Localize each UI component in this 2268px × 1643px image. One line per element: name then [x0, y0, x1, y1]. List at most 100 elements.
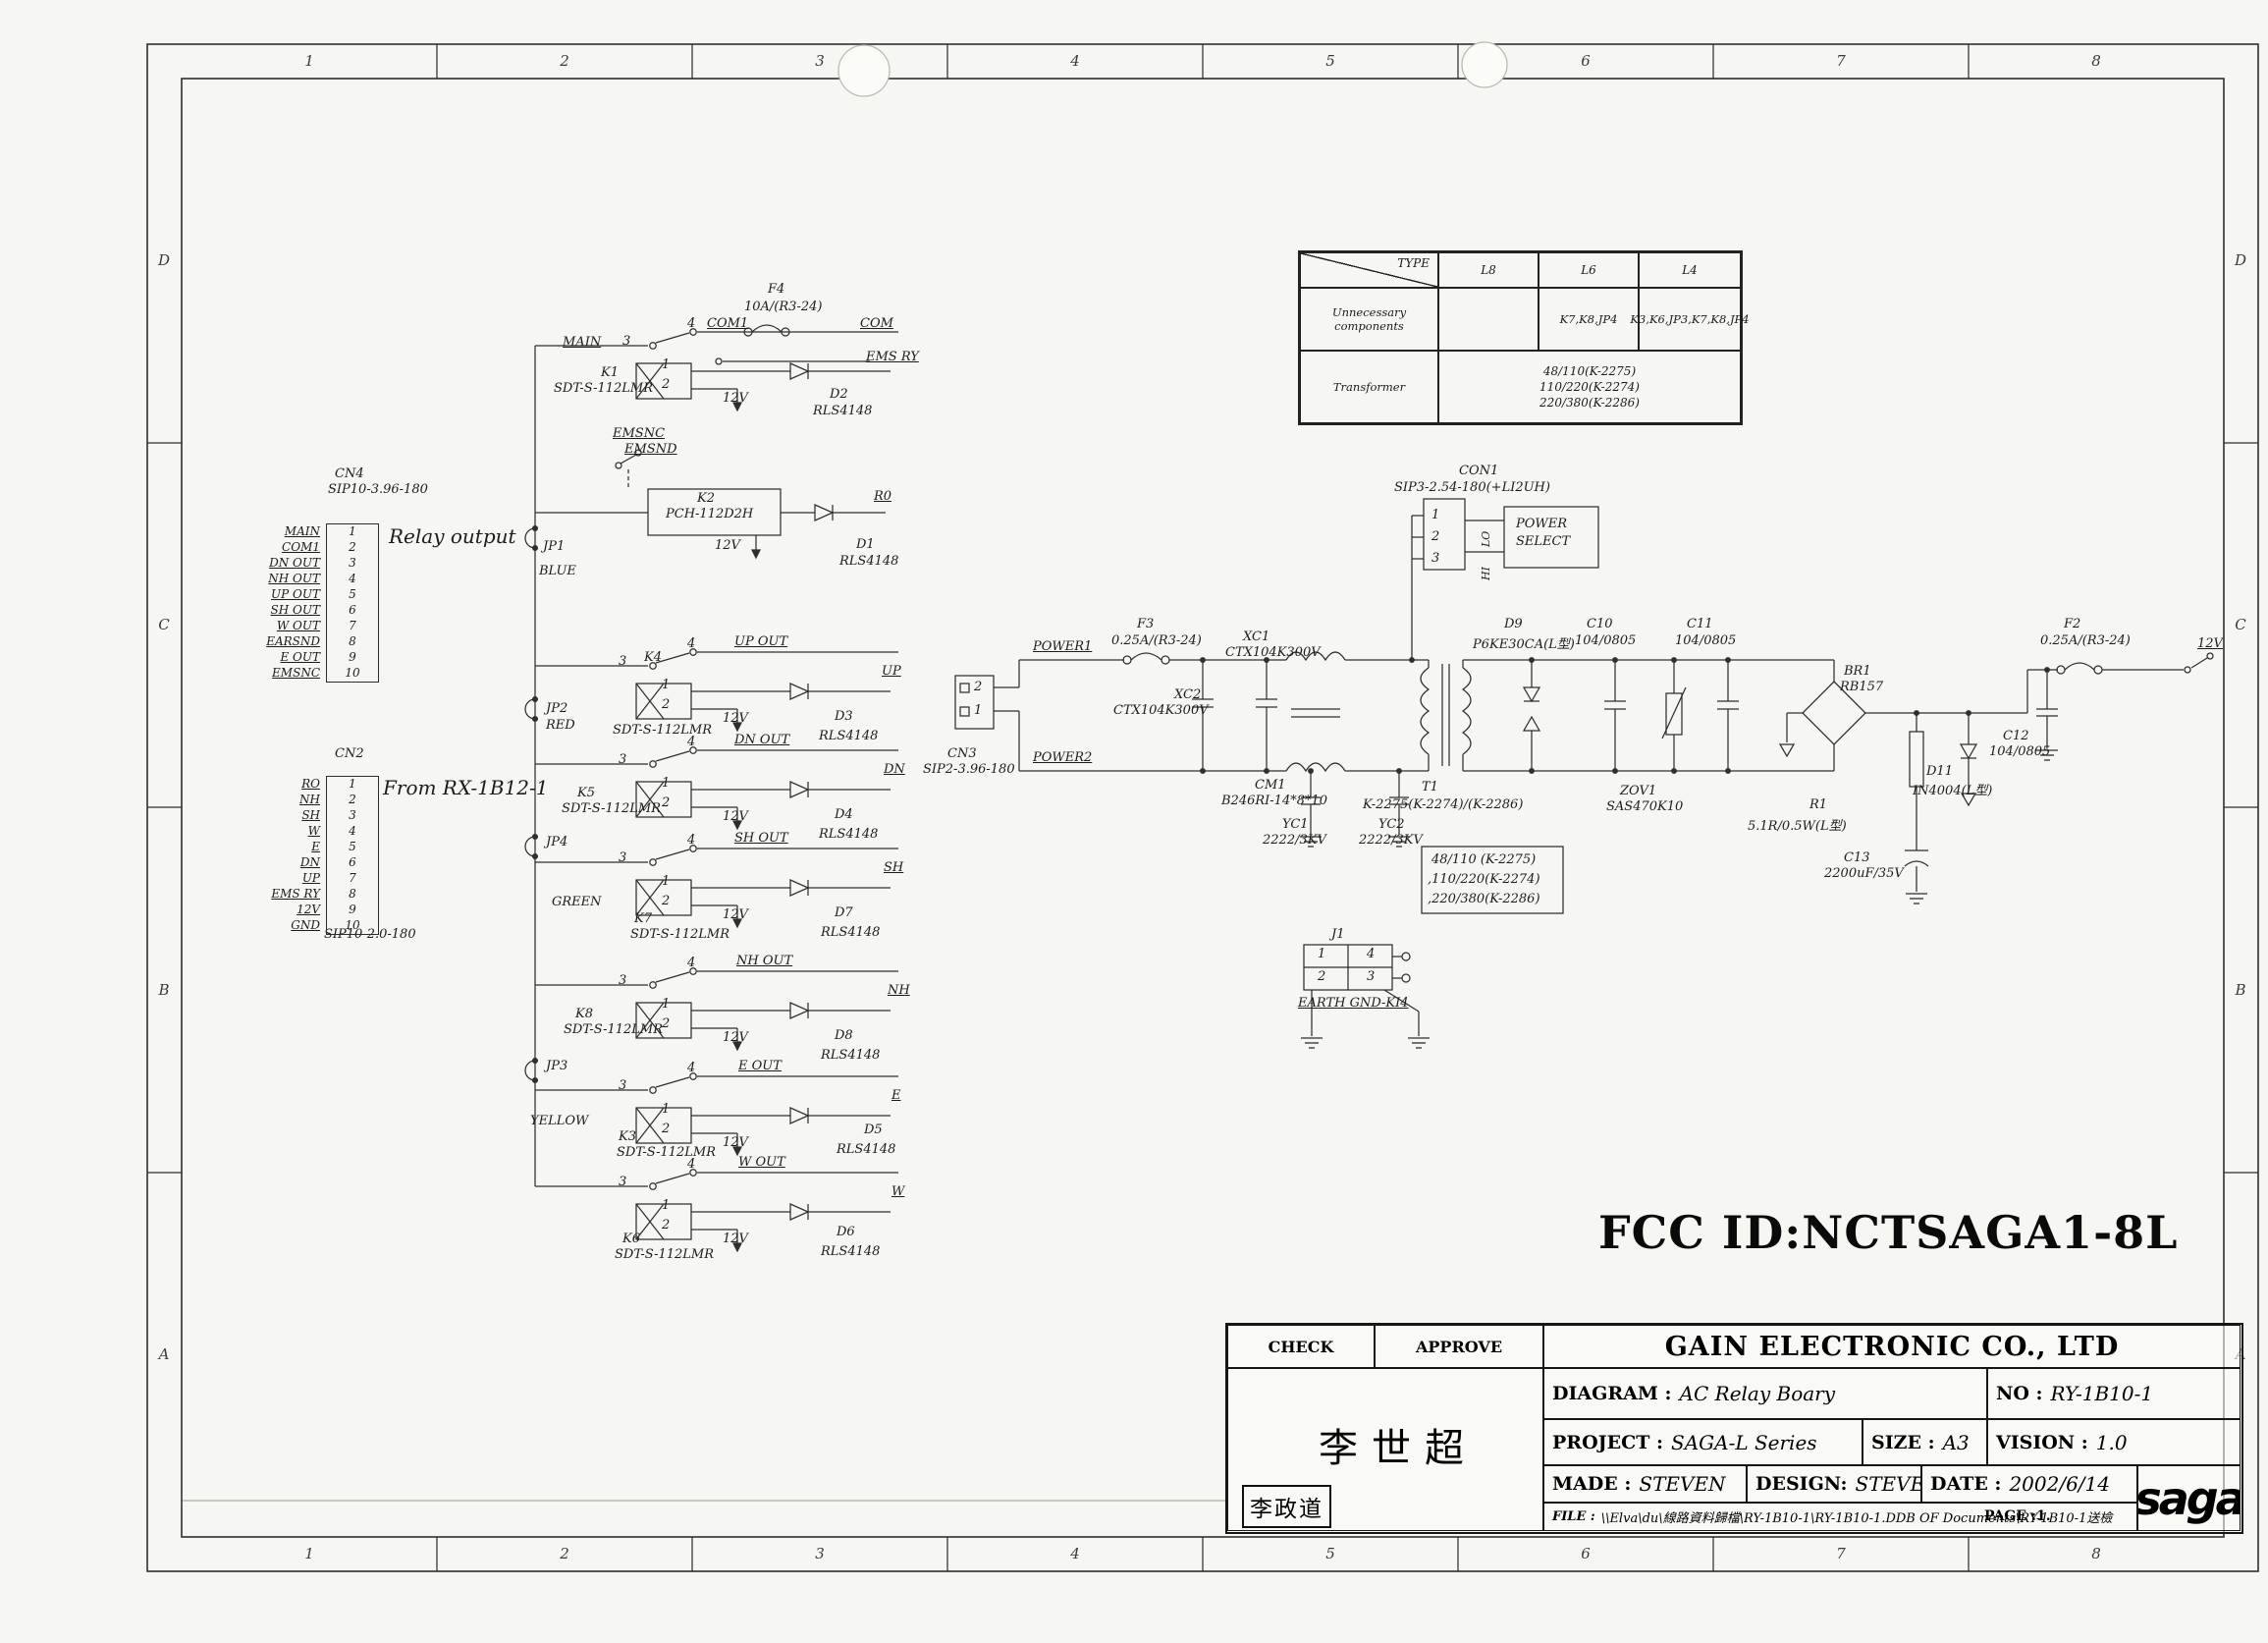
xc1-part: CTX104K300V — [1225, 645, 1321, 660]
capacitor-xc2-symbol — [1192, 660, 1214, 771]
f2-value: 0.25A/(R3-24) — [2040, 633, 2131, 648]
k8-ref: K8 — [575, 1007, 593, 1021]
k7-p1: 1 — [662, 874, 671, 889]
k4-p1: 1 — [662, 678, 671, 692]
signature-area: 李政道 李世超 — [1227, 1368, 1543, 1531]
choke-cm1-symbol — [1285, 651, 1346, 773]
check-stamp: 李政道 — [1242, 1485, 1331, 1528]
cn4-pin-label: NH OUT — [268, 572, 320, 585]
no-value: RY-1B10-1 — [2050, 1382, 2154, 1405]
no-label: NO : — [1996, 1383, 2043, 1404]
grid-col-label-top: 7 — [1836, 52, 1846, 70]
shout-net: SH OUT — [734, 831, 788, 846]
cn2-pin-label: RO — [301, 777, 320, 791]
cn2-pin-number: 9 — [349, 903, 356, 916]
relay-bus-and-jumpers — [524, 345, 648, 1187]
k4-ref: K4 — [644, 650, 662, 665]
k1-12v: 12V — [723, 391, 748, 406]
c13-ref: C13 — [1844, 850, 1870, 865]
yc1-ref: YC1 — [1282, 817, 1309, 832]
cn2-pin-number: 5 — [349, 840, 356, 853]
punch-hole — [837, 44, 891, 97]
punch-hole — [1461, 41, 1508, 88]
cn4-pin-number: 4 — [349, 572, 356, 585]
resistor-r1-symbol — [1909, 713, 1924, 850]
d2-ref: D2 — [830, 387, 848, 402]
project-label: PROJECT : — [1552, 1431, 1663, 1453]
grid-row-label-left: C — [158, 616, 170, 634]
grid-row-label-left: B — [158, 980, 170, 999]
bridge-br1-symbol — [1778, 660, 1900, 771]
cn4-pin-label: MAIN — [284, 524, 320, 538]
k2-ref: K2 — [697, 491, 715, 506]
k6-p2: 2 — [662, 1218, 671, 1232]
vision-value: 1.0 — [2095, 1430, 2128, 1454]
approve-signature: 李世超 — [1319, 1426, 1478, 1471]
k4-p2: 2 — [662, 697, 671, 712]
emsry-net: EMS RY — [866, 350, 919, 364]
d8-part: RLS4148 — [821, 1048, 881, 1063]
k3-p2: 2 — [662, 1122, 671, 1136]
capacitor-c11-symbol — [1717, 660, 1739, 771]
jp2-color: RED — [546, 718, 575, 733]
jp2-ref: JP2 — [546, 701, 568, 716]
cn2-pin-label: UP — [301, 871, 320, 885]
k6-pin4: 4 — [687, 1157, 696, 1172]
type-table-corner-cell: TYPE — [1300, 252, 1438, 288]
date-cell: DATE : 2002/6/14 — [1921, 1465, 2137, 1503]
grid-col-label-top: 4 — [1070, 52, 1080, 70]
ps-line1: POWER — [1516, 517, 1568, 531]
fuse-f4-symbol — [743, 324, 790, 337]
d1-part: RLS4148 — [839, 554, 899, 569]
com-net: COM — [860, 316, 893, 331]
dc-output-section — [1900, 652, 2214, 904]
grid-col-label-top: 3 — [815, 52, 825, 70]
upout-net: UP OUT — [734, 634, 788, 649]
cn2-pin-number: 6 — [349, 855, 356, 869]
cn4-ref: CN4 — [335, 466, 364, 481]
type-table-unnecessary-l8 — [1438, 288, 1539, 351]
tvs-d9-symbol — [1522, 660, 1541, 771]
k1-part: SDT-S-112LMR — [554, 381, 654, 396]
jp1-ref: JP1 — [543, 539, 566, 554]
cn2-pin-label: EMS RY — [271, 887, 320, 901]
type-table-corner-label: TYPE — [1397, 256, 1430, 270]
secondary-components — [1463, 657, 1834, 774]
r1-part: 5.1R/0.5W(L型) — [1748, 819, 1847, 834]
earth-connector-j1-symbol — [1300, 944, 1431, 1049]
k6-ref: K6 — [622, 1232, 640, 1246]
k5-ref: K5 — [577, 786, 595, 800]
k4-part: SDT-S-112LMR — [613, 723, 713, 738]
k6-p1: 1 — [662, 1198, 671, 1213]
cn4-pin-number: 3 — [349, 556, 356, 570]
grid-col-label-top: 2 — [560, 52, 569, 70]
cn4-pin-number: 2 — [349, 540, 356, 554]
grid-col-label-top: 1 — [304, 52, 314, 70]
c11-part: 104/0805 — [1675, 633, 1737, 648]
k8-pin4: 4 — [687, 956, 696, 970]
project-value: SAGA-L Series — [1671, 1430, 1817, 1454]
k6-pin3: 3 — [619, 1175, 627, 1189]
date-label: DATE : — [1930, 1473, 2002, 1495]
cn4-pin-number: 1 — [349, 524, 356, 538]
zov1-part: SAS470K10 — [1606, 799, 1684, 814]
br1-ref: BR1 — [1844, 664, 1871, 679]
w-net: W — [891, 1184, 905, 1199]
vision-label: VISION : — [1996, 1431, 2088, 1453]
con1-p2: 2 — [1431, 529, 1440, 544]
f3-value: 0.25A/(R3-24) — [1111, 633, 1202, 648]
cn4-pin-label: DN OUT — [269, 556, 320, 570]
f4-ref: F4 — [768, 282, 785, 297]
varistor-zov1-symbol — [1661, 660, 1687, 771]
diagram-label: DIAGRAM : — [1552, 1383, 1672, 1404]
xc1-ref: XC1 — [1243, 630, 1270, 644]
cn4-pin-label: UP OUT — [271, 587, 320, 601]
cn3-part: SIP2-3.96-180 — [923, 762, 1015, 777]
type-table-transformer-cell: 48/110(K-2275) 110/220(K-2274) 220/380(K… — [1438, 351, 1741, 423]
dnout-net: DN OUT — [734, 733, 790, 747]
k5-part: SDT-S-112LMR — [562, 801, 662, 816]
